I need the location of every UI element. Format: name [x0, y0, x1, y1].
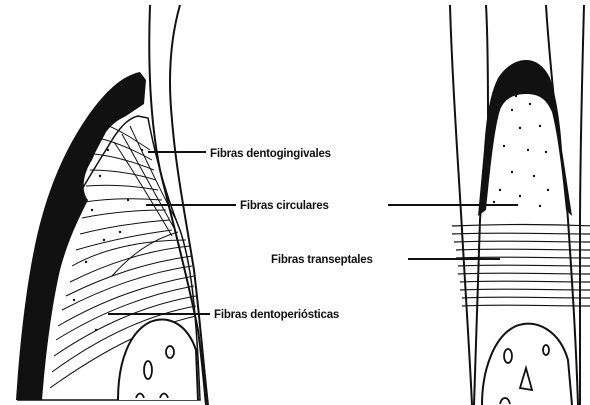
- label-dentoperiosteal-fibers: Fibras dentoperiósticas: [214, 309, 339, 321]
- label-dentogingival-fibers: Fibras dentogingivales: [210, 148, 331, 160]
- label-transseptal-fibers: Fibras transeptales: [271, 254, 373, 266]
- right-alveolar-bone: [482, 324, 572, 405]
- label-circular-fibers: Fibras circulares: [240, 200, 329, 212]
- right-tooth-right-outer: [580, 5, 584, 405]
